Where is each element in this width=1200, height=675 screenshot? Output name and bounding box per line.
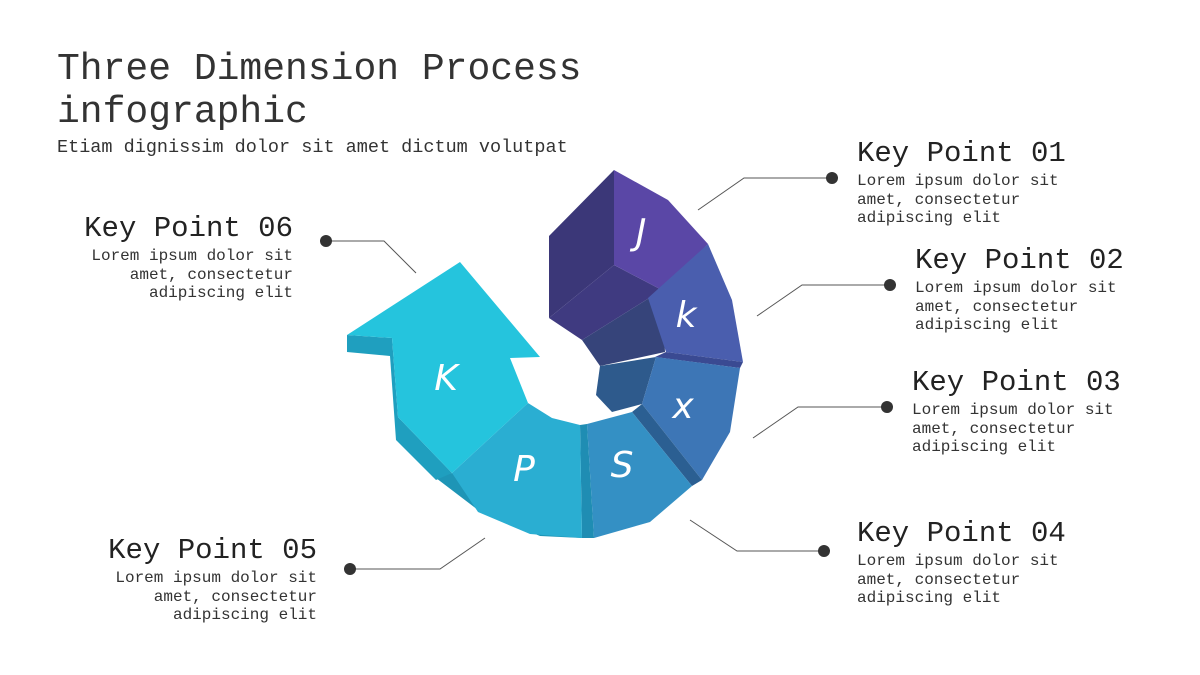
connector-05 <box>350 537 486 570</box>
key-point-06-title: Key Point 06 <box>84 212 293 245</box>
connector-dot-02 <box>884 279 896 291</box>
key-point-05-title: Key Point 05 <box>108 534 317 567</box>
connector-03 <box>752 406 887 439</box>
key-point-04-body: Lorem ipsum dolor sit amet, consectetur … <box>857 552 1059 607</box>
key-point-03: Key Point 03 Lorem ipsum dolor sit amet,… <box>912 367 1200 457</box>
key-point-05-body: Lorem ipsum dolor sit amet, consectetur … <box>115 569 317 624</box>
key-point-03-body: Lorem ipsum dolor sit amet, consectetur … <box>912 401 1114 456</box>
segment-j-front <box>614 170 708 290</box>
segment-j-inner <box>582 290 665 366</box>
key-point-04-title: Key Point 04 <box>857 517 1066 550</box>
key-point-01-body: Lorem ipsum dolor sit amet, consectetur … <box>857 172 1059 227</box>
segment-k <box>648 244 743 368</box>
key-point-01: Key Point 01 Lorem ipsum dolor sit amet,… <box>857 138 1157 228</box>
key-point-05: Key Point 05 Lorem ipsum dolor sit amet,… <box>17 535 317 625</box>
arrow-side <box>347 335 452 480</box>
segment-s <box>587 404 702 538</box>
segment-letter-s: S <box>611 445 634 486</box>
segment-p-edge <box>580 424 594 538</box>
connector-04 <box>689 519 824 552</box>
key-point-02-title: Key Point 02 <box>915 244 1124 277</box>
segment-x-front <box>642 357 740 480</box>
segment-x-inner <box>596 357 656 412</box>
connector-dot-05 <box>344 563 356 575</box>
connector-dot-01 <box>826 172 838 184</box>
connector-dot-04 <box>818 545 830 557</box>
connector-dot-06 <box>320 235 332 247</box>
segment-letter-k: K <box>434 358 460 399</box>
segment-k-front <box>648 244 743 362</box>
connector-06 <box>326 240 417 274</box>
segment-k-edge <box>655 352 743 368</box>
key-point-06-body: Lorem ipsum dolor sit amet, consectetur … <box>91 247 293 302</box>
segment-j-bottom <box>549 265 662 340</box>
segment-j <box>549 170 708 366</box>
segment-s-edge <box>632 404 702 486</box>
segment-k-arrow <box>347 262 540 480</box>
page-subtitle: Etiam dignissim dolor sit amet dictum vo… <box>57 137 568 158</box>
key-point-02-body: Lorem ipsum dolor sit amet, consectetur … <box>915 279 1117 334</box>
key-point-06: Key Point 06 Lorem ipsum dolor sit amet,… <box>0 213 293 303</box>
segment-letter-p: P <box>513 449 535 490</box>
segment-letter-x: x <box>671 386 694 427</box>
key-point-01-title: Key Point 01 <box>857 137 1066 170</box>
connector-02 <box>756 284 890 317</box>
segment-p-front <box>452 403 582 538</box>
segment-s-front <box>587 412 692 538</box>
key-point-02: Key Point 02 Lorem ipsum dolor sit amet,… <box>915 245 1200 335</box>
key-point-04: Key Point 04 Lorem ipsum dolor sit amet,… <box>857 518 1157 608</box>
arrow-front <box>347 262 540 473</box>
connector-dot-03 <box>881 401 893 413</box>
segment-p <box>436 403 594 538</box>
connector-01 <box>697 177 832 211</box>
segment-x <box>596 357 740 480</box>
key-point-03-title: Key Point 03 <box>912 366 1121 399</box>
segment-letter-k-small: k <box>676 295 699 336</box>
page-title: Three Dimension Process infographic <box>57 48 582 134</box>
segment-j-side <box>549 170 614 318</box>
